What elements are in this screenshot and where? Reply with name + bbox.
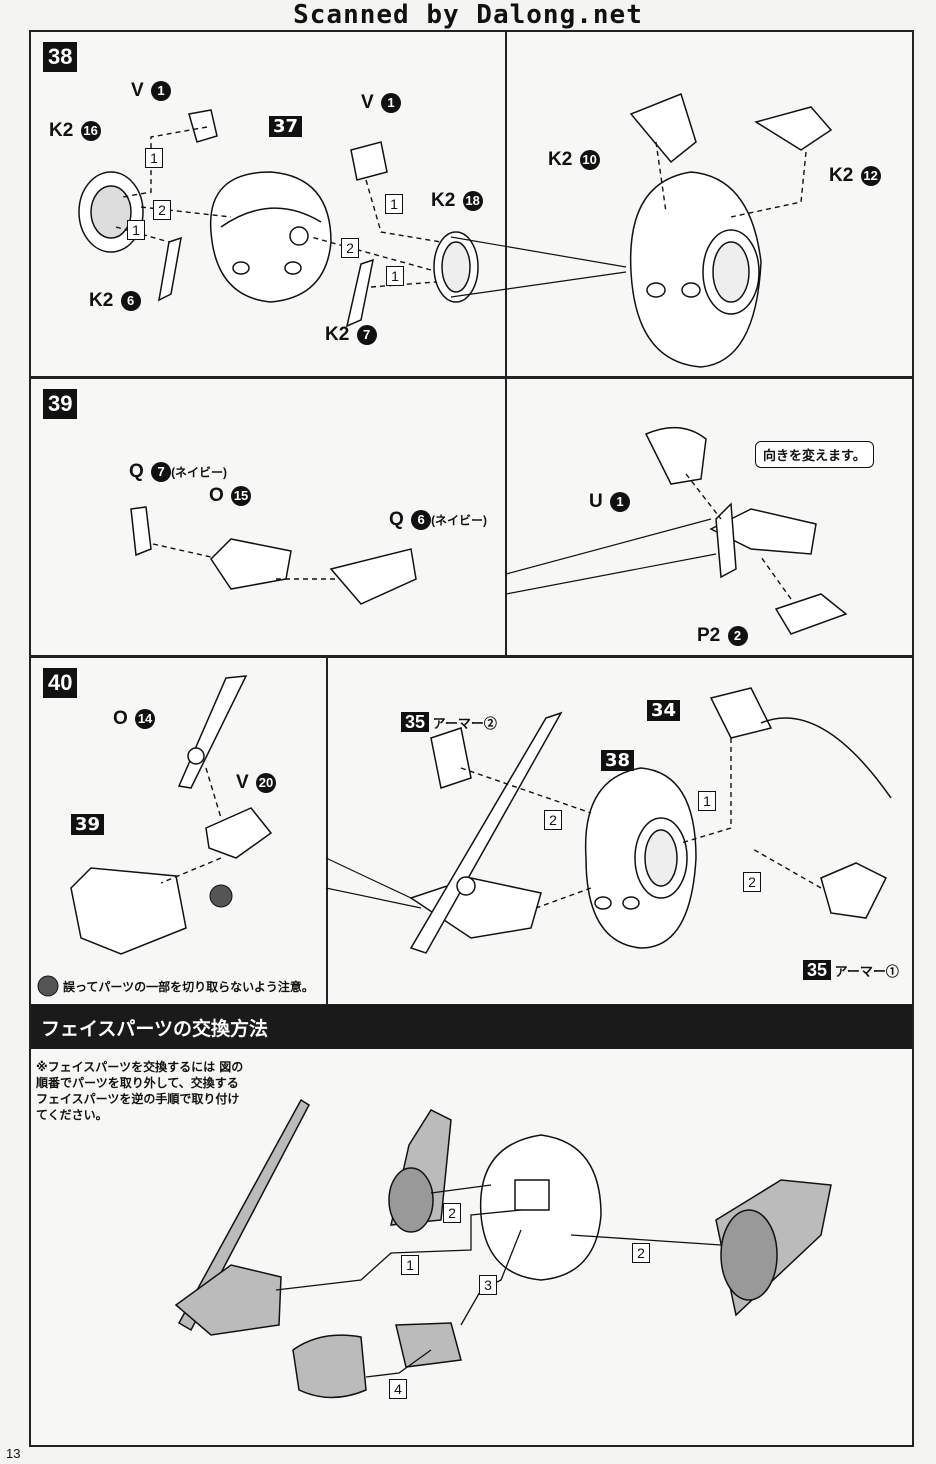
step-box: 2 (632, 1243, 650, 1263)
step-box: 3 (479, 1275, 497, 1295)
step-box: 1 (127, 220, 145, 240)
step-box: 2 (743, 872, 761, 892)
step-39-panel: 39 Q 7(ネイビー) O 15 Q 6(ネイビー) U 1 P2 2 向きを… (29, 377, 914, 657)
step-box: 4 (389, 1379, 407, 1399)
step-39-illustration (130, 426, 848, 635)
face-swap-title: フェイスパーツの交換方法 (41, 1018, 269, 1040)
face-swap-illustration (174, 1098, 832, 1399)
step-box: 2 (443, 1203, 461, 1223)
part-label-q7: Q 7(ネイビー) (129, 461, 228, 482)
step-38-number: 38 (43, 42, 78, 72)
face-swap-panel: フェイスパーツの交換方法 ※フェイスパーツを交換するには 図の順番でパーツを取り… (29, 1005, 914, 1447)
part-label-v1-right: V 1 (361, 92, 401, 114)
ref-step-38: 38 (601, 750, 635, 771)
part-label-k2-10: K2 10 (548, 149, 600, 171)
step-box: 1 (385, 194, 403, 214)
page-number: 13 (6, 1446, 21, 1461)
panel-divider (326, 658, 328, 1004)
callout-rotate: 向きを変えます。 (755, 441, 874, 468)
step-box: 2 (544, 810, 562, 830)
part-label-u1: U 1 (589, 491, 631, 513)
part-label-o15: O 15 (209, 485, 252, 507)
part-label-p2: P2 2 (697, 625, 748, 647)
step-box: 1 (386, 266, 404, 286)
part-label-v20: V 20 (236, 772, 276, 794)
step-box: 2 (153, 200, 171, 220)
step-box: 1 (698, 791, 716, 811)
step-39-number: 39 (43, 389, 78, 419)
ref-step-34: 34 (647, 700, 681, 721)
scan-title: Scanned by Dalong.net (293, 0, 643, 30)
part-label-k2-7: K2 7 (325, 324, 377, 346)
panel-divider (505, 379, 507, 655)
step-box: 2 (341, 238, 359, 258)
ref-step-37: 37 (269, 116, 303, 137)
step-40-illustration (37, 675, 892, 997)
part-label-v1: V 1 (131, 80, 171, 102)
step-box: 1 (145, 148, 163, 168)
step-38-panel: 38 (29, 30, 914, 378)
part-label-k2-6: K2 6 (89, 290, 141, 312)
part-label-q6: Q 6(ネイビー) (389, 509, 488, 530)
caution-note: 誤ってパーツの一部を切り取らないよう注意。 (63, 980, 314, 994)
panel-divider (505, 32, 507, 376)
step-40-number: 40 (43, 668, 78, 698)
part-label-k2-18: K2 18 (431, 190, 483, 212)
step-box: 1 (401, 1255, 419, 1275)
face-swap-header (31, 1005, 912, 1049)
ref-step-35-armor2: 35 アーマー② (401, 712, 497, 733)
part-label-k2-12: K2 12 (829, 165, 881, 187)
step-40-panel: 40 (29, 656, 914, 1006)
part-label-k2-16: K2 16 (49, 120, 101, 142)
face-swap-note: ※フェイスパーツを交換するには 図の順番でパーツを取り外して、交換するフェイスパ… (36, 1060, 244, 1122)
part-label-o14: O 14 (113, 708, 156, 730)
ref-step-35-armor1: 35 アーマー① (803, 960, 899, 981)
ref-step-39: 39 (71, 814, 105, 835)
